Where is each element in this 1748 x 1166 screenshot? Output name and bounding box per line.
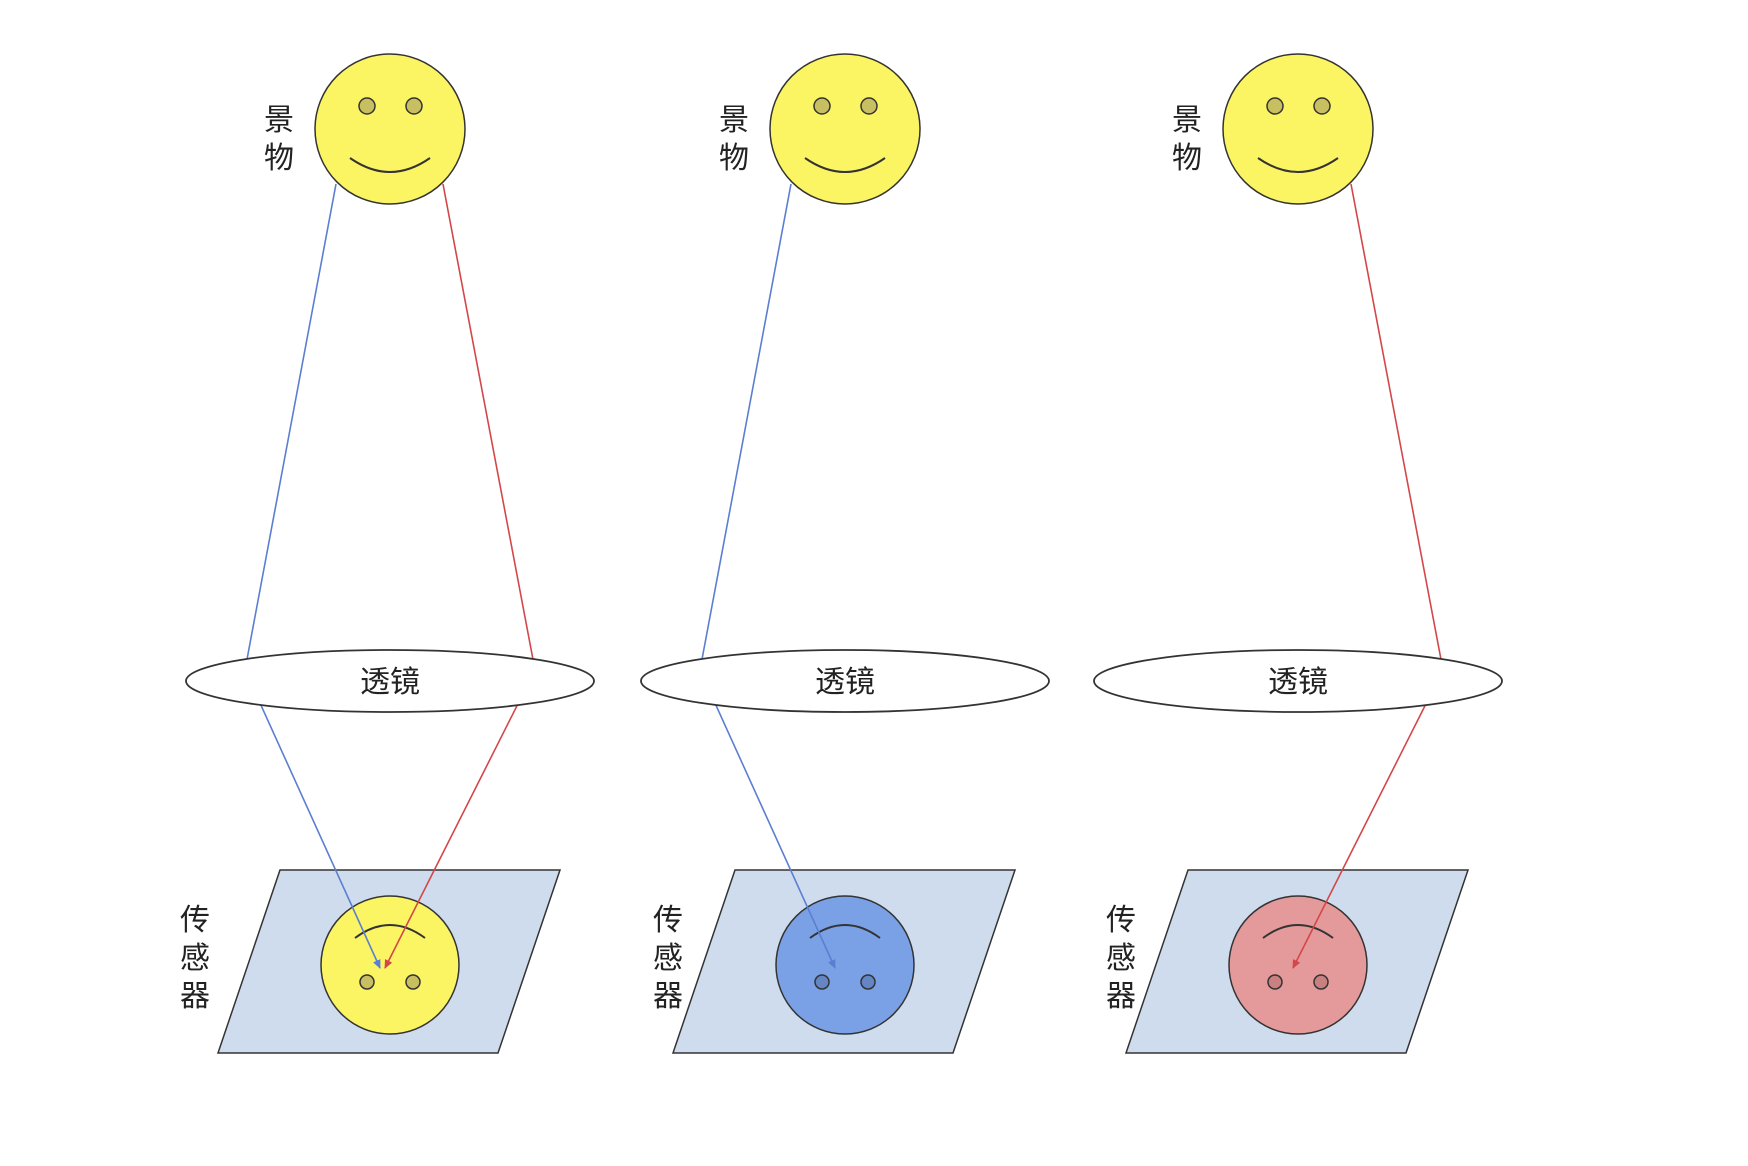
object-eye-right xyxy=(1313,97,1331,115)
lens-label: 透镜 xyxy=(815,665,875,700)
object-smile xyxy=(349,157,431,173)
object-smile xyxy=(804,157,886,173)
lens-label: 透镜 xyxy=(360,665,420,700)
sensor-label-char-1: 传 xyxy=(653,903,683,938)
panel-2: 透镜 景物 传感器 xyxy=(640,53,1050,1054)
object-face-circle xyxy=(1222,53,1374,205)
inverted-image-face xyxy=(1228,895,1368,1035)
object-label-char-1: 景 xyxy=(719,103,749,138)
lens xyxy=(185,649,595,713)
ray-red xyxy=(384,183,536,969)
object-label-char-2: 物 xyxy=(264,141,294,176)
object-eye-left xyxy=(813,97,831,115)
object-face xyxy=(314,53,466,205)
panel-3: 透镜 景物 传感器 xyxy=(1093,53,1503,1054)
lens-label: 透镜 xyxy=(1268,665,1328,700)
sensor-label: 传感器 xyxy=(180,903,210,1014)
object-label-char-1: 景 xyxy=(264,103,294,138)
sensor-label-char-3: 器 xyxy=(180,979,210,1014)
image-face-circle xyxy=(320,895,460,1035)
sensor-label-char-2: 感 xyxy=(180,941,210,976)
ray-blue xyxy=(244,183,381,969)
object-label: 景物 xyxy=(1172,103,1202,176)
image-eye-left xyxy=(814,974,830,990)
object-face xyxy=(1222,53,1374,205)
object-smile xyxy=(1257,157,1339,173)
image-eye-right xyxy=(860,974,876,990)
sensor-label: 传感器 xyxy=(653,903,683,1014)
sensor-label-char-3: 器 xyxy=(1106,979,1136,1014)
sensor-label: 传感器 xyxy=(1106,903,1136,1014)
ray-blue xyxy=(699,183,836,969)
image-face-circle xyxy=(1228,895,1368,1035)
ray-red xyxy=(1292,183,1444,969)
object-label: 景物 xyxy=(264,103,294,176)
object-label-char-1: 景 xyxy=(1172,103,1202,138)
object-eye-right xyxy=(860,97,878,115)
inverted-image-face xyxy=(775,895,915,1035)
object-label: 景物 xyxy=(719,103,749,176)
panel-1: 透镜 景物 传感器 xyxy=(180,53,595,1054)
image-frown xyxy=(354,924,426,939)
sensor-label-char-3: 器 xyxy=(653,979,683,1014)
inverted-image-face xyxy=(320,895,460,1035)
sensor-label-char-2: 感 xyxy=(1106,941,1136,976)
sensor-label-char-1: 传 xyxy=(180,903,210,938)
object-eye-right xyxy=(405,97,423,115)
object-label-char-2: 物 xyxy=(1172,141,1202,176)
image-frown xyxy=(809,924,881,939)
image-eye-left xyxy=(359,974,375,990)
lens xyxy=(1093,649,1503,713)
image-frown xyxy=(1262,924,1334,939)
image-face-circle xyxy=(775,895,915,1035)
object-eye-left xyxy=(358,97,376,115)
image-eye-left xyxy=(1267,974,1283,990)
sensor-label-char-2: 感 xyxy=(653,941,683,976)
object-label-char-2: 物 xyxy=(719,141,749,176)
object-face-circle xyxy=(769,53,921,205)
lens xyxy=(640,649,1050,713)
image-eye-right xyxy=(405,974,421,990)
object-eye-left xyxy=(1266,97,1284,115)
object-face-circle xyxy=(314,53,466,205)
sensor-label-char-1: 传 xyxy=(1106,903,1136,938)
image-eye-right xyxy=(1313,974,1329,990)
object-face xyxy=(769,53,921,205)
